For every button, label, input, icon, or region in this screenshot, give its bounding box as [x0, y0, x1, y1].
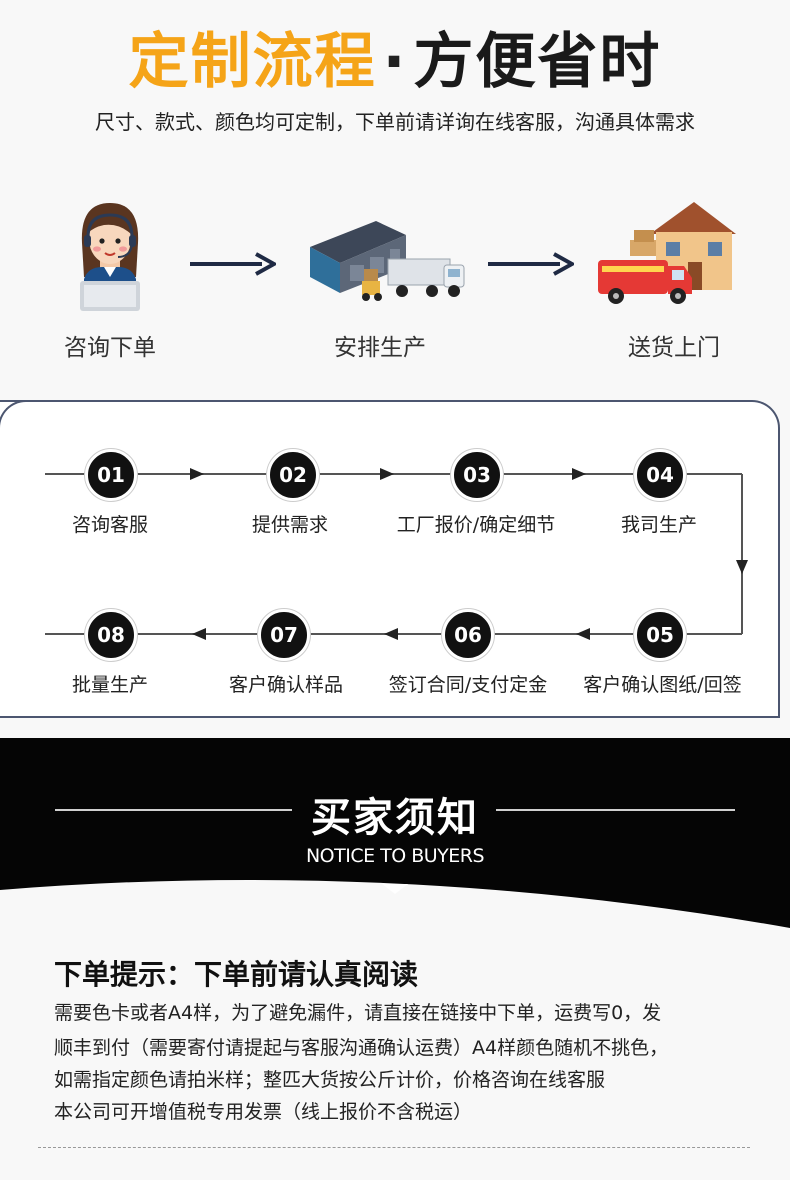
title-highlight: 定制流程 [128, 27, 377, 97]
step-number-07: 07 [258, 609, 310, 661]
step-label-08: 批量生产 [71, 674, 148, 696]
page-subtitle: 尺寸、款式、颜色均可定制，下单前请详询在线客服，沟通具体需求 [95, 110, 695, 134]
step-number-03: 03 [451, 449, 503, 501]
step-label-05: 客户确认图纸/回签 [583, 674, 742, 696]
step-number-02: 02 [267, 449, 319, 501]
divider [38, 1147, 750, 1148]
notice-title: 买家须知 [311, 795, 479, 841]
top-step-label-2: 安排生产 [334, 335, 426, 361]
top-step-label-3: 送货上门 [628, 335, 720, 361]
process-flow-lines [45, 468, 748, 640]
tips-line-1: 需要色卡或者A4样，为了避免漏件，请直接在链接中下单，运费写0，发 [54, 1002, 662, 1024]
tips-line-3: 如需指定颜色请拍米样；整匹大货按公斤计价，价格咨询在线客服 [54, 1069, 606, 1091]
title-dot: · [382, 27, 408, 97]
customer-service-icon [70, 195, 150, 315]
factory-icon [306, 195, 466, 313]
step-label-07: 客户确认样品 [228, 674, 343, 696]
step-number-04: 04 [634, 449, 686, 501]
step-label-03: 工厂报价/确定细节 [396, 514, 556, 536]
step-number-06: 06 [442, 609, 494, 661]
notice-banner [0, 738, 790, 928]
step-number-01: 01 [85, 449, 137, 501]
tips-title: 下单提示：下单前请认真阅读 [54, 958, 419, 991]
tips-line-2: 顺丰到付（需要寄付请提起与客服沟通确认运费）A4样颜色随机不挑色， [54, 1037, 669, 1059]
tips-line-4: 本公司可开增值税专用发票（线上报价不含税运） [54, 1101, 473, 1123]
delivery-truck-house-icon [594, 196, 744, 314]
step-label-06: 签订合同/支付定金 [388, 674, 548, 696]
arrow-right-icon [488, 252, 577, 276]
arrow-right-icon [190, 252, 279, 276]
step-label-04: 我司生产 [620, 514, 697, 536]
page-title: 定制流程·方便省时 [0, 22, 790, 102]
notice-subtitle: NOTICE TO BUYERS [305, 845, 485, 867]
step-number-05: 05 [634, 609, 686, 661]
step-number-08: 08 [85, 609, 137, 661]
step-label-01: 咨询客服 [71, 514, 148, 536]
top-step-label-1: 咨询下单 [64, 335, 156, 361]
title-rest: 方便省时 [413, 27, 662, 97]
step-label-02: 提供需求 [251, 514, 328, 536]
